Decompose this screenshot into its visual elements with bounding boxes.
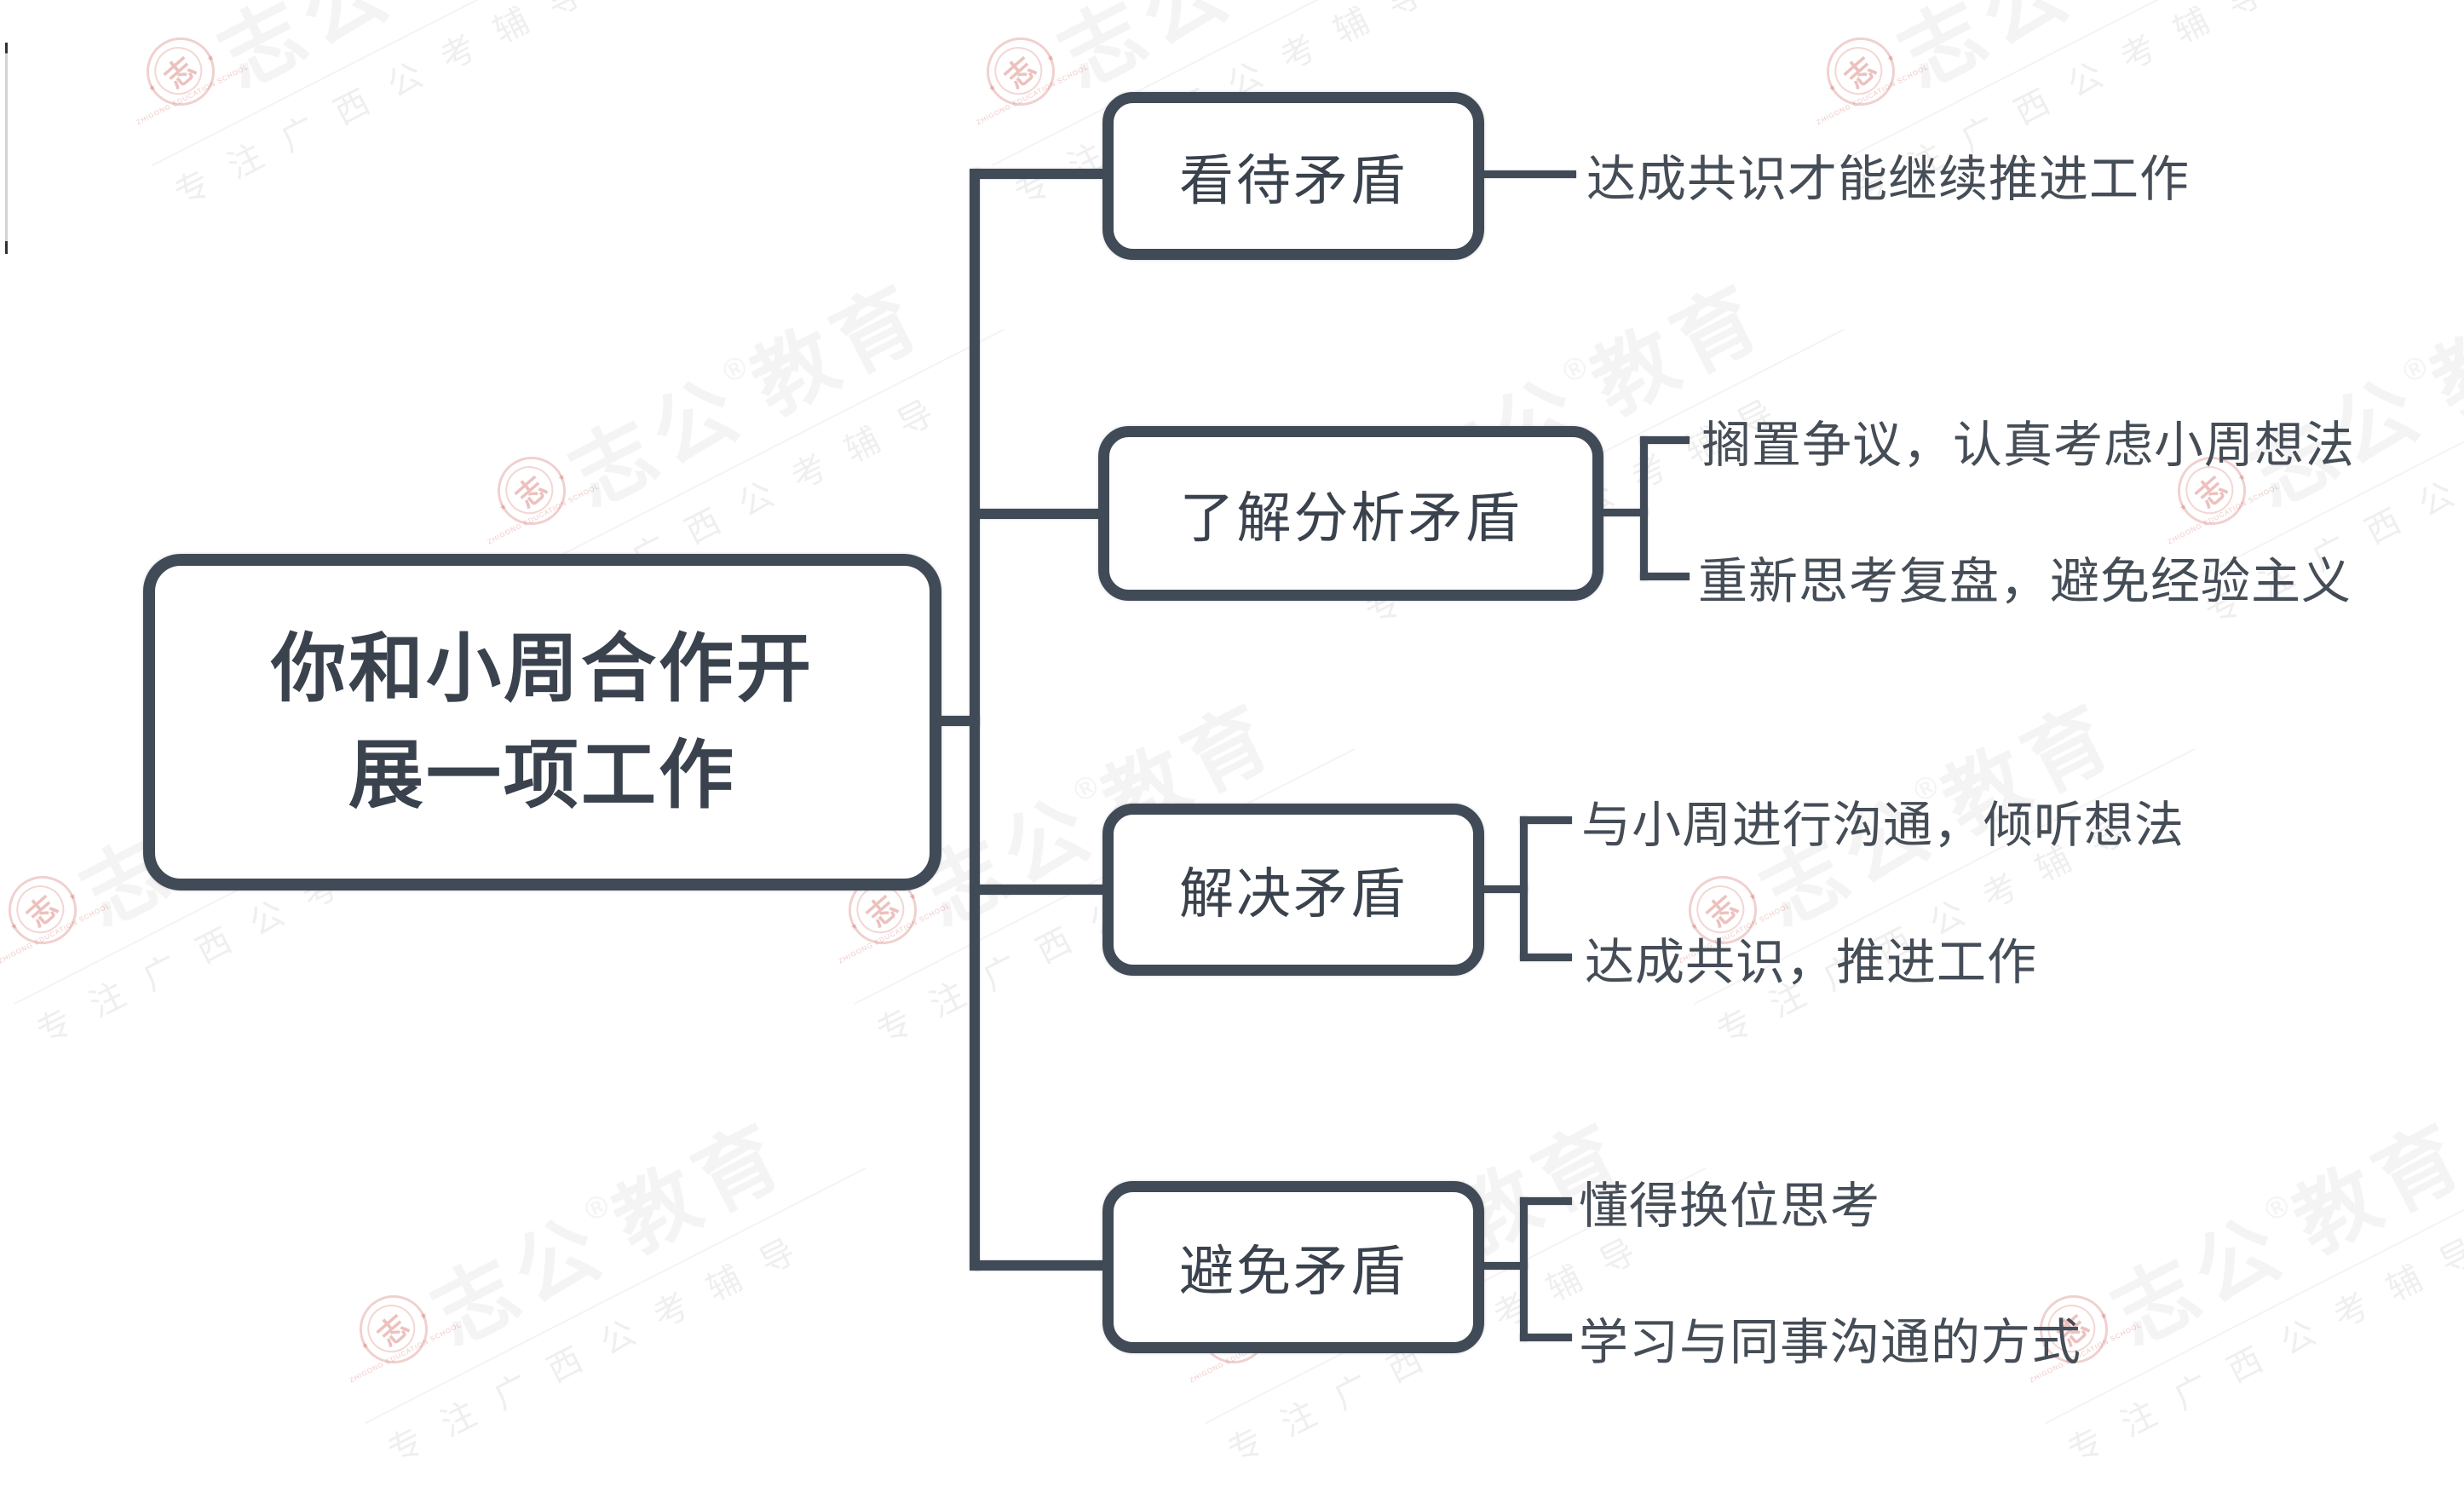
seal-ring-text: ZHIGONG EDUCATION SCHOOL xyxy=(486,482,601,546)
connector-branch-1-leaf-0 xyxy=(1640,436,1690,444)
leaf-label[interactable]: 懂得换位思考 xyxy=(1579,1179,1881,1234)
seal-star-icon: ★ xyxy=(987,82,999,95)
seal-star-icon: ★ xyxy=(1885,52,1897,65)
seal-star-icon: ★ xyxy=(1827,82,1839,95)
seal-star-icon: ★ xyxy=(907,890,918,903)
connector-spine-to-branch-2 xyxy=(975,885,1104,895)
seal-star-icon: ★ xyxy=(147,82,158,95)
watermark-tagline-text: 专注广西公考辅导 xyxy=(2062,1220,2464,1472)
seal-character: 志 xyxy=(509,470,553,515)
registered-mark: ® xyxy=(2259,1186,2295,1229)
seal-star-icon: ★ xyxy=(360,1340,371,1352)
seal-star-icon: ★ xyxy=(204,52,216,65)
leaf-label[interactable]: 学习与同事沟通的方式 xyxy=(1579,1315,2082,1370)
seal-character: 志 xyxy=(20,890,64,934)
branch-node-label: 解决矛盾 xyxy=(1179,863,1408,925)
watermark-divider-line xyxy=(2044,1167,2464,1425)
leaf-label[interactable]: 达成共识，推进工作 xyxy=(1585,935,2038,990)
connector-branch-3-leaf-0 xyxy=(1520,1197,1572,1205)
seal-character: 志 xyxy=(1839,51,1882,95)
seal-star-icon: ★ xyxy=(849,920,861,933)
connector-branch-2-out xyxy=(1484,885,1528,893)
page-edge-artifact xyxy=(5,43,8,254)
connector-spine-to-branch-3 xyxy=(975,1260,1104,1271)
seal-character: 志 xyxy=(861,890,904,934)
connector-branch-2-leaf-0 xyxy=(1520,816,1572,824)
seal-character: 志 xyxy=(999,51,1042,95)
seal-ring-text: ZHIGONG EDUCATION SCHOOL xyxy=(975,63,1090,127)
branch-node-analyze-conflict[interactable]: 了解分析矛盾 xyxy=(1098,426,1603,601)
branch-node-label: 避免矛盾 xyxy=(1179,1241,1408,1302)
leaf-label[interactable]: 重新思考复盘，避免经验主义 xyxy=(1698,554,2352,609)
watermark-divider-line xyxy=(502,328,1005,586)
branch-node-label: 看待矛盾 xyxy=(1179,149,1408,211)
seal-ring-text: ZHIGONG EDUCATION SCHOOL xyxy=(135,63,250,127)
seal-star-icon: ★ xyxy=(66,890,78,903)
seal-star-icon: ★ xyxy=(2098,1310,2110,1323)
connector-branch-0-leaf-0 xyxy=(1484,170,1576,178)
seal-ring-text: ZHIGONG EDUCATION SCHOOL xyxy=(348,1321,463,1385)
branch-node-resolve-conflict[interactable]: 解决矛盾 xyxy=(1102,804,1484,976)
root-node[interactable]: 你和小周合作开展一项工作 xyxy=(143,554,941,890)
connector-branch-1-out xyxy=(1603,509,1648,516)
connector-branch-2-leaf-1 xyxy=(1520,954,1572,961)
seal-ring-text: ZHIGONG EDUCATION SCHOOL xyxy=(0,902,112,965)
connector-branch-1-leaf-1 xyxy=(1640,573,1690,580)
branch-node-label: 了解分析矛盾 xyxy=(1179,487,1523,549)
registered-mark: ® xyxy=(2397,348,2433,390)
seal-character: 志 xyxy=(371,1309,415,1353)
registered-mark: ® xyxy=(717,348,753,390)
connector-branch-1-bracket xyxy=(1640,436,1648,580)
seal-star-icon: ★ xyxy=(9,920,20,933)
watermark-brand-text: 志公®教育 xyxy=(2237,268,2464,524)
branch-node-view-conflict[interactable]: 看待矛盾 xyxy=(1102,92,1484,260)
leaf-label[interactable]: 与小周进行沟通，倾听想法 xyxy=(1581,798,2185,853)
branch-node-avoid-conflict[interactable]: 避免矛盾 xyxy=(1102,1181,1484,1353)
watermark-divider-line xyxy=(151,0,653,167)
connector-root-to-spine xyxy=(937,716,980,726)
watermark-brand-text: 志公®教育 xyxy=(1885,0,2270,105)
connector-branch-3-bracket xyxy=(1520,1197,1528,1341)
registered-mark: ® xyxy=(1557,348,1593,390)
root-node-label: 你和小周合作开展一项工作 xyxy=(270,625,814,817)
seal-star-icon: ★ xyxy=(417,1310,429,1323)
leaf-label[interactable]: 达成共识才能继续推进工作 xyxy=(1586,152,2191,207)
watermark-brand-text: 志公®教育 xyxy=(418,1106,803,1363)
seal-star-icon: ★ xyxy=(498,501,509,514)
seal-character: 志 xyxy=(158,51,202,95)
watermark-divider-line xyxy=(364,1167,866,1425)
seal-star-icon: ★ xyxy=(1747,890,1759,903)
watermark-brand-text: 志公®教育 xyxy=(205,0,590,105)
seal-star-icon: ★ xyxy=(2178,501,2190,514)
registered-mark: ® xyxy=(579,1186,615,1229)
seal-ring-text: ZHIGONG EDUCATION SCHOOL xyxy=(2166,482,2281,546)
connector-branch-2-bracket xyxy=(1520,816,1528,960)
connector-spine-to-branch-1 xyxy=(975,509,1100,519)
watermark-brand-text: 志公®教育 xyxy=(556,268,941,524)
seal-ring-text: ZHIGONG EDUCATION SCHOOL xyxy=(1815,63,1930,127)
leaf-label[interactable]: 搁置争议，认真考虑小周想法 xyxy=(1701,418,2356,473)
seal-star-icon: ★ xyxy=(1045,52,1056,65)
seal-star-icon: ★ xyxy=(556,471,567,484)
watermark-tagline-text: 专注广西公考辅导 xyxy=(169,0,612,214)
connector-spine-to-branch-0 xyxy=(975,169,1104,179)
watermark-tagline-text: 专注广西公考辅导 xyxy=(382,1220,825,1472)
connector-branch-3-out xyxy=(1484,1262,1528,1270)
seal-ring-text: ZHIGONG EDUCATION SCHOOL xyxy=(837,902,952,965)
registered-mark: ® xyxy=(1068,767,1104,810)
watermark-brand-text: 志公®教育 xyxy=(2098,1106,2464,1363)
connector-branch-3-leaf-1 xyxy=(1520,1334,1572,1341)
